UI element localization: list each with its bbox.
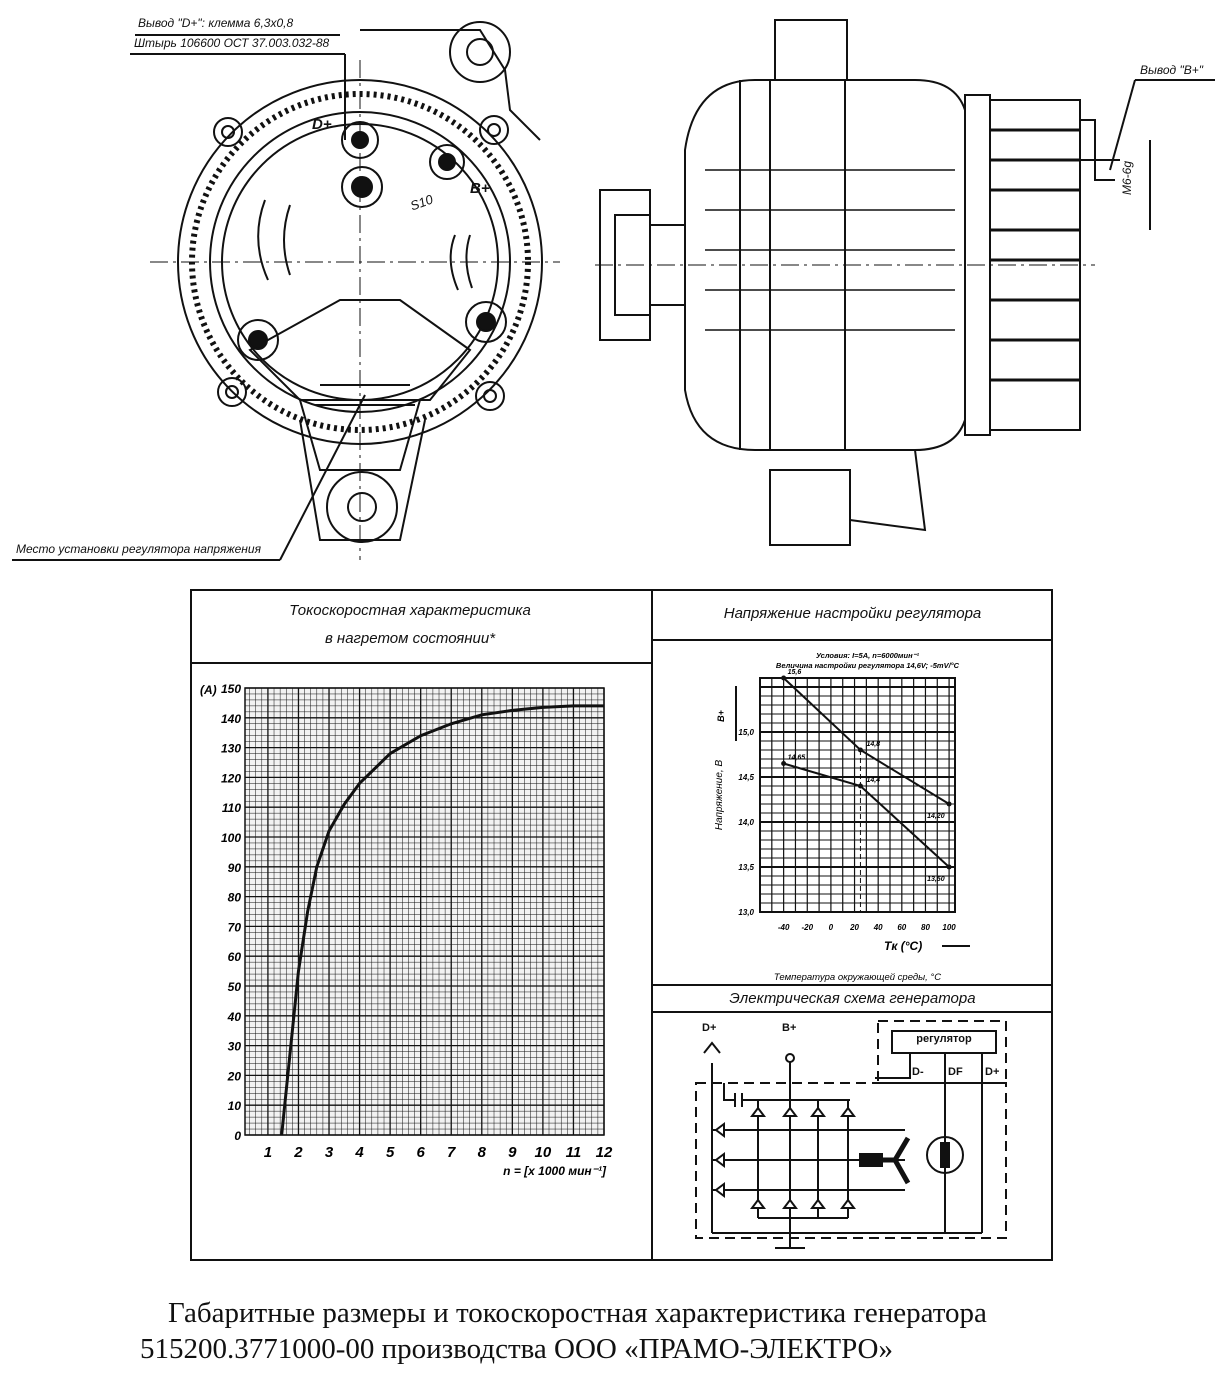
plot-area xyxy=(244,687,605,1136)
x-tick-label: 1 xyxy=(264,1144,272,1161)
data-point xyxy=(857,747,863,753)
circuit-title-divider xyxy=(652,1011,1053,1013)
y-tick-label: 15,0 xyxy=(738,728,754,737)
characteristics-panel xyxy=(190,589,1053,1261)
y-tick-label: 14,0 xyxy=(738,818,754,827)
x-axis-label: Температура окружающей среды, °С xyxy=(774,972,941,983)
left-title-divider xyxy=(190,662,652,664)
figure-caption: Габаритные размеры и токоскоростная хара… xyxy=(140,1295,1220,1367)
conditions-text: Величина настройки регулятора 14,6V; -5m… xyxy=(776,661,960,670)
x-tick-label: -40 xyxy=(778,923,790,932)
y-tick-label: 70 xyxy=(228,920,242,934)
y-tick-label: 13,5 xyxy=(738,863,754,872)
x-tick-label: 20 xyxy=(849,923,859,932)
x-tick-label: 0 xyxy=(829,923,834,932)
x-tick-label: 60 xyxy=(897,923,906,932)
x-tick-label: -20 xyxy=(801,923,813,932)
data-point xyxy=(946,801,952,807)
data-label: 14,65 xyxy=(788,755,806,762)
data-point xyxy=(781,675,787,681)
data-label: 14,4 xyxy=(866,777,880,784)
circuit-title: Электрическая схема генератора xyxy=(729,990,976,1007)
x-tick-label: 4 xyxy=(354,1144,364,1161)
x-tick-label: 12 xyxy=(596,1144,613,1161)
conditions-text: Условия: I=5A, n=6000мин⁻¹ xyxy=(816,651,920,660)
x-tick-label: 9 xyxy=(508,1144,517,1161)
x-tick-label: 7 xyxy=(447,1144,456,1161)
y-tick-label: 0 xyxy=(234,1129,241,1143)
data-label: 13,50 xyxy=(927,876,945,883)
current-chart-title-1: Токоскоростная характеристика xyxy=(289,602,531,619)
regulator-chart-title: Напряжение настройки регулятора xyxy=(723,605,982,622)
y-tick-label: 10 xyxy=(228,1099,242,1113)
regulator-voltage-chart: 13,0 13,5 14,0 14,5 15,0 -40 -20 0 20 40 60 80 100 Ус… xyxy=(714,651,970,983)
circuit-diagram xyxy=(695,1020,1007,1249)
y-tick-label: 150 xyxy=(221,682,241,696)
right-title-divider xyxy=(652,639,1053,641)
current-chart-title-2: в нагретом состоянии* xyxy=(324,630,496,647)
regulator-place-label: Место установки регулятора напряжения xyxy=(16,542,261,556)
circuit-b-plus-label: B+ xyxy=(782,1022,797,1034)
x-tick-label: 5 xyxy=(386,1144,395,1161)
current-curve xyxy=(280,704,604,1136)
circuit-d-plus-reg-label: D+ xyxy=(985,1066,1000,1078)
y-axis-label: (A) xyxy=(200,683,217,697)
y-tick-label: 40 xyxy=(227,1010,242,1024)
thread-label: М6-6g xyxy=(1120,160,1134,195)
y-tick-label: 110 xyxy=(222,801,241,815)
x-tick-label: 6 xyxy=(417,1144,426,1161)
y-tick-label: 100 xyxy=(221,831,241,845)
pin-label: Штырь 106600 ОСТ 37.003.032-88 xyxy=(134,36,330,50)
y-axis-mark: B+ xyxy=(716,709,726,721)
circuit-d-plus-label: D+ xyxy=(702,1022,717,1034)
b-plus-mark: B+ xyxy=(470,180,490,197)
x-tick-label: 11 xyxy=(566,1144,582,1161)
circuit-df-label: DF xyxy=(948,1066,963,1078)
x-axis-mark: Tк (°С) xyxy=(884,939,922,953)
x-tick-label: 2 xyxy=(293,1144,303,1161)
data-point xyxy=(781,761,787,766)
y-tick-label: 50 xyxy=(228,980,242,994)
data-point xyxy=(946,864,952,870)
y-tick-label: 90 xyxy=(228,861,242,875)
data-label: 14,8 xyxy=(866,741,880,748)
x-tick-label: 100 xyxy=(942,923,956,932)
y-tick-label: 20 xyxy=(227,1069,242,1083)
x-tick-label: 40 xyxy=(873,923,883,932)
x-tick-label: 3 xyxy=(325,1144,334,1161)
x-tick-label: 8 xyxy=(478,1144,487,1161)
circuit-divider xyxy=(652,984,1053,986)
y-tick-label: 13,0 xyxy=(738,908,754,917)
y-axis-label: Напряжение, В xyxy=(714,760,725,831)
circuit-d-minus-label: D- xyxy=(912,1066,924,1078)
y-tick-label: 140 xyxy=(221,712,241,726)
regulator-box-label: регулятор xyxy=(916,1033,972,1045)
panel-divider xyxy=(651,589,653,1261)
y-tick-label: 60 xyxy=(228,950,242,964)
y-tick-label: 14,5 xyxy=(738,773,754,782)
d-plus-terminal-label: Вывод "D+": клемма 6,3х0,8 xyxy=(138,16,294,30)
x-tick-label: 10 xyxy=(535,1144,552,1161)
caption-line-2: 515200.3771000-00 производства ООО «ПРАМ… xyxy=(140,1333,893,1365)
b-plus-terminal-label: Вывод "B+" xyxy=(1140,63,1204,77)
x-tick-label: 80 xyxy=(921,923,930,932)
data-label: 14,20 xyxy=(927,813,945,820)
y-tick-label: 30 xyxy=(228,1040,242,1054)
d-plus-mark: D+ xyxy=(312,116,332,133)
y-tick-label: 120 xyxy=(221,771,241,785)
side-view-drawing xyxy=(595,19,1215,546)
y-tick-label: 80 xyxy=(228,891,242,905)
front-view-drawing xyxy=(12,21,560,561)
y-tick-label: 130 xyxy=(221,742,241,756)
data-label: 15,6 xyxy=(788,669,802,676)
data-point xyxy=(857,783,863,789)
x-axis-label: n = [x 1000 мин⁻¹] xyxy=(503,1164,607,1178)
caption-line-1: Габаритные размеры и токоскоростная хара… xyxy=(168,1297,987,1329)
